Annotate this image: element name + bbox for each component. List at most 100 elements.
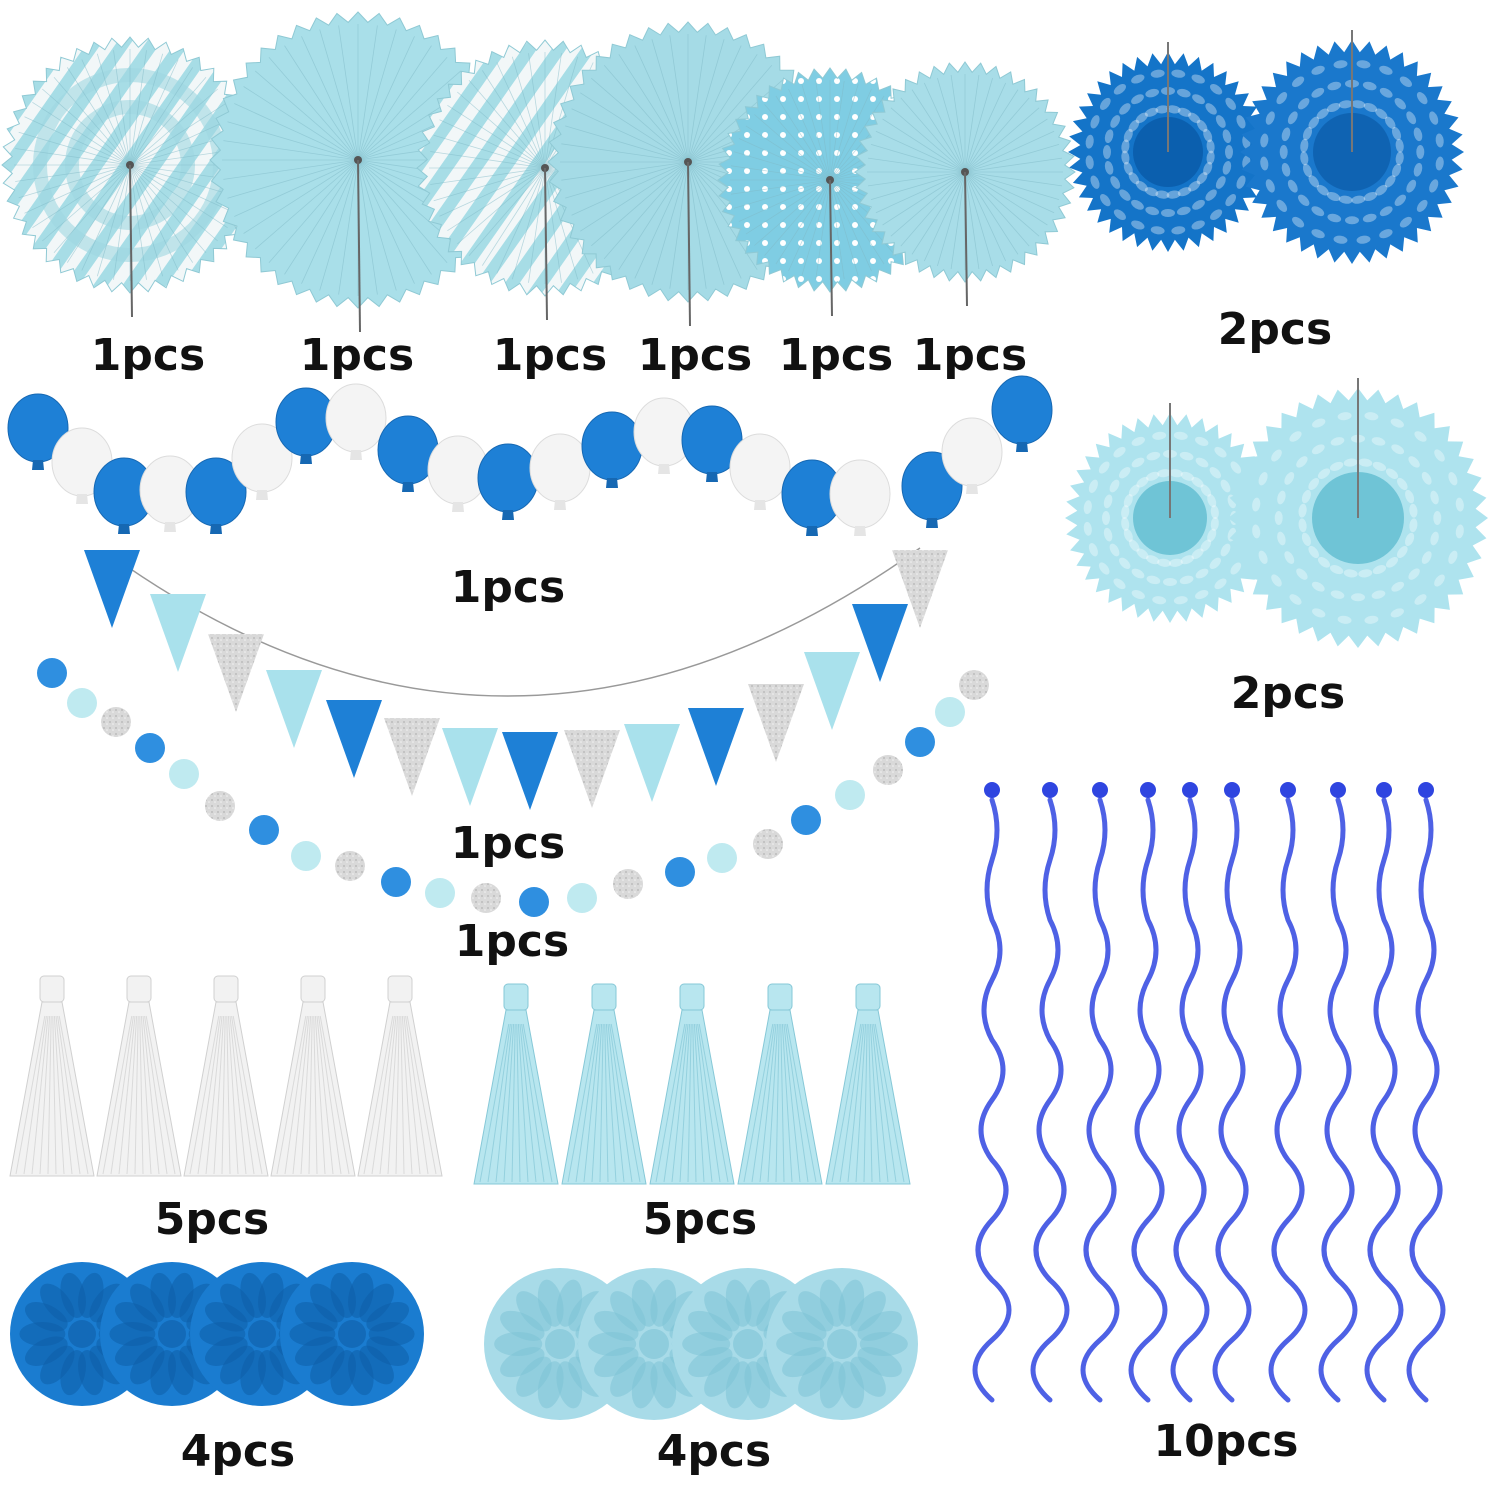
light-blue-pom-4	[766, 1268, 918, 1420]
pennant-banner	[84, 547, 948, 810]
pennant-flag-9	[564, 730, 620, 808]
pennant-flag-3	[208, 634, 264, 712]
garland-dot-7	[249, 815, 279, 845]
pennant-flag-6	[384, 718, 440, 796]
balloon-3	[93, 457, 155, 534]
garland-dot-8	[291, 841, 321, 871]
garland-dot-11	[425, 878, 455, 908]
hanging-swirl-6	[1212, 782, 1252, 1403]
hanging-swirls	[972, 782, 1446, 1403]
balloon-1	[7, 393, 69, 470]
garland-dot-13	[519, 887, 549, 917]
qty-label-fan-4: 1pcs	[637, 330, 753, 381]
qty-label-tassels-light: 5pcs	[642, 1194, 758, 1245]
balloon-10	[427, 435, 489, 512]
garland-dot-3	[101, 707, 131, 737]
pennant-flag-5	[326, 700, 382, 778]
qty-label-balloon-garland: 1pcs	[450, 562, 566, 613]
garland-dot-5	[169, 759, 199, 789]
hanging-swirl-9	[1364, 782, 1404, 1403]
balloon-16	[729, 433, 791, 510]
circle-dot-garland	[37, 658, 989, 917]
light-blue-tassel-1	[473, 983, 559, 1185]
pennant-flag-12	[748, 684, 804, 762]
qty-label-tassels-white: 5pcs	[154, 1194, 270, 1245]
garland-dot-4	[135, 733, 165, 763]
hanging-swirl-7	[1268, 782, 1308, 1403]
qty-label-honeycomb-light: 2pcs	[1230, 668, 1346, 719]
pennant-flag-10	[624, 724, 680, 802]
pennant-flag-11	[688, 708, 744, 786]
balloon-20	[941, 417, 1003, 494]
qty-label-fan-3: 1pcs	[492, 330, 608, 381]
balloon-12	[529, 433, 591, 510]
light-blue-tassel-4	[737, 983, 823, 1185]
hanging-swirl-1	[972, 782, 1012, 1403]
garland-dot-14	[567, 883, 597, 913]
qty-label-fan-6: 1pcs	[912, 330, 1028, 381]
white-tassel-1	[9, 975, 95, 1177]
pennant-flag-8	[502, 732, 558, 810]
hanging-swirl-3	[1080, 782, 1120, 1403]
hanging-swirl-2	[1030, 782, 1070, 1403]
garland-dot-2	[67, 688, 97, 718]
light-blue-tassel-2	[561, 983, 647, 1185]
balloon-15	[681, 405, 743, 482]
qty-label-pennant-banner: 1pcs	[450, 818, 566, 869]
paper-fan-1	[1, 36, 259, 318]
garland-dot-23	[935, 697, 965, 727]
balloon-6	[231, 423, 293, 500]
balloon-garland	[7, 375, 1053, 536]
hanging-swirl-8	[1318, 782, 1358, 1403]
balloon-21	[991, 375, 1053, 452]
tissue-pom-poms	[10, 1262, 918, 1420]
honeycomb-fans	[1065, 30, 1488, 648]
garland-dot-6	[205, 791, 235, 821]
balloon-13	[581, 411, 643, 488]
hanging-swirl-5	[1170, 782, 1210, 1403]
pennant-flag-13	[804, 652, 860, 730]
balloon-5	[185, 457, 247, 534]
pennant-flag-7	[442, 728, 498, 806]
pennant-flag-1	[84, 550, 140, 628]
garland-dot-24	[959, 670, 989, 700]
garland-dot-16	[665, 857, 695, 887]
qty-label-fan-1: 1pcs	[90, 330, 206, 381]
garland-dot-10	[381, 867, 411, 897]
pennant-flag-14	[852, 604, 908, 682]
garland-dot-1	[37, 658, 67, 688]
honeycomb-dark-2	[1240, 30, 1464, 264]
qty-label-honeycomb-dark: 2pcs	[1217, 304, 1333, 355]
balloon-18	[829, 459, 891, 536]
white-tassel-4	[270, 975, 356, 1177]
honeycomb-dark-1	[1068, 42, 1268, 252]
banner-string	[111, 547, 921, 697]
garland-dot-17	[707, 843, 737, 873]
tissue-tassels	[9, 975, 911, 1185]
garland-dot-9	[335, 851, 365, 881]
qty-label-poms-dark: 4pcs	[180, 1426, 296, 1477]
garland-dot-18	[753, 829, 783, 859]
balloon-14	[633, 397, 695, 474]
white-tassel-3	[183, 975, 269, 1177]
hanging-swirl-10	[1406, 782, 1446, 1403]
garland-dot-19	[791, 805, 821, 835]
dark-blue-pom-4	[280, 1262, 424, 1406]
garland-dot-22	[905, 727, 935, 757]
qty-label-circle-garland: 1pcs	[454, 916, 570, 967]
paper-fans-row	[1, 11, 1076, 333]
garland-dot-12	[471, 883, 501, 913]
balloon-11	[477, 443, 539, 520]
qty-label-swirls: 10pcs	[1153, 1416, 1299, 1467]
qty-label-fan-2: 1pcs	[299, 330, 415, 381]
pennant-flag-4	[266, 670, 322, 748]
qty-label-poms-light: 4pcs	[656, 1426, 772, 1477]
paper-fan-6	[854, 61, 1076, 307]
light-blue-tassel-3	[649, 983, 735, 1185]
white-tassel-2	[96, 975, 182, 1177]
light-blue-tassel-5	[825, 983, 911, 1185]
pennant-flag-15	[892, 550, 948, 628]
qty-label-fan-5: 1pcs	[778, 330, 894, 381]
honeycomb-light-1	[1065, 403, 1275, 623]
